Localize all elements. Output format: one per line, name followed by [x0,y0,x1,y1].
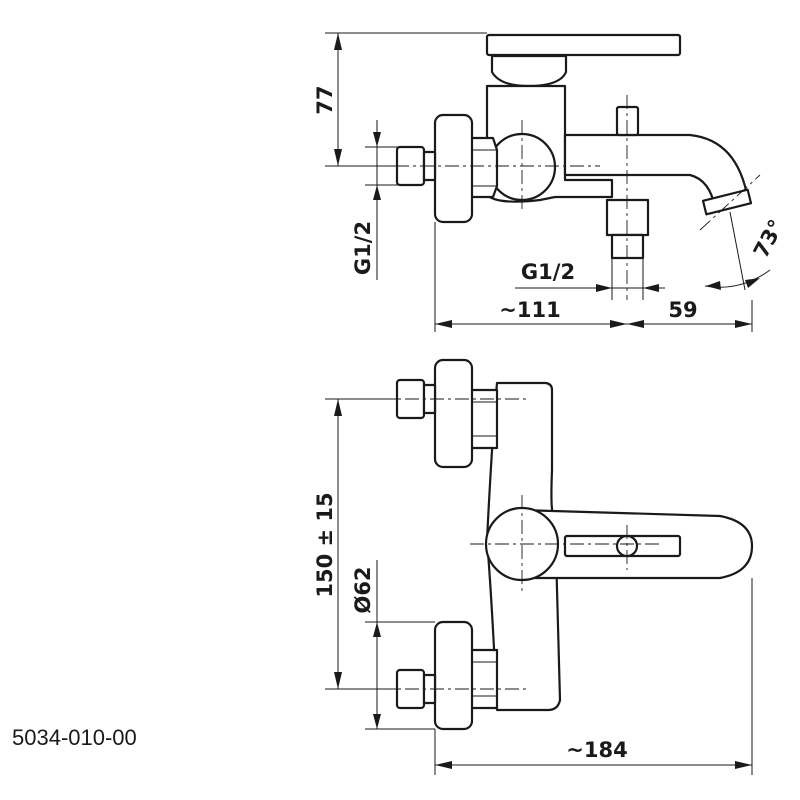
side-lever-handle [485,33,682,57]
dim-depth: ~111 [499,298,560,322]
dim-height-top: 77 [313,85,337,114]
front-bottom-hex-nut [468,648,499,710]
dim-spout-reach: 59 [668,298,697,322]
side-lever-cap [490,54,568,88]
front-bottom-rosette [433,620,474,731]
side-outlet-pipe [610,233,645,260]
dim-spout-angle: 73° [749,216,789,262]
side-spout-aerator [701,188,753,216]
front-view: 150 ± 15 Ø62 ~184 [313,358,754,775]
side-wall-rosette [433,113,474,224]
dim-thread-inlet: G1/2 [351,221,375,275]
front-top-hex-nut [468,388,499,450]
dim-width: ~184 [566,738,627,762]
product-code: 5034-010-00 [12,725,137,750]
dim-centers: 150 ± 15 [313,492,337,597]
dim-rosette-diameter: Ø62 [351,566,375,613]
front-top-rosette [433,358,474,469]
side-hex-nut [468,136,499,199]
side-diverter-knob [615,105,640,137]
side-view: 77 G1/2 G1/2 ~111 59 73° [313,32,789,332]
dim-thread-outlet: G1/2 [521,260,575,284]
side-outlet-nut [605,198,650,237]
